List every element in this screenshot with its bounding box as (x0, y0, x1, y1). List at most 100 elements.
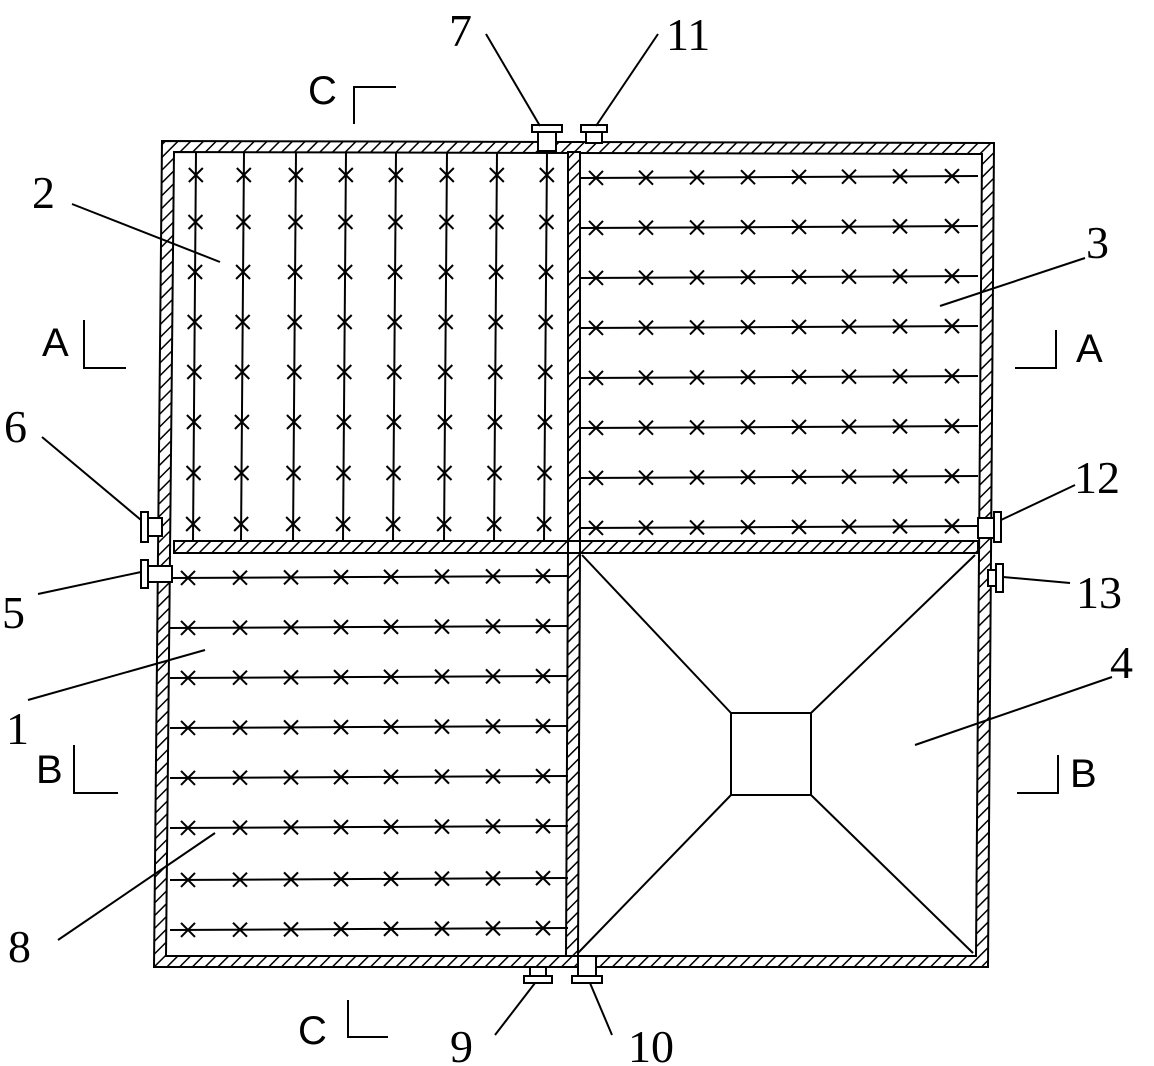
reference-numerals: 7 11 2 3 6 12 5 13 4 1 8 9 10 (2, 5, 1133, 1066)
chamber-1-cross-mark (383, 619, 399, 635)
numeral-13: 13 (1076, 567, 1122, 618)
chamber-1-cross-mark (535, 668, 551, 684)
section-label-a-right: A (1076, 327, 1103, 371)
nozzle-6 (140, 511, 163, 543)
chamber-1-cross-mark (383, 569, 399, 585)
outer-wall (152, 139, 996, 968)
chamber-1-cross-mark (485, 920, 501, 937)
leader-lines (27, 33, 1113, 1036)
chamber-2-cross-mark (187, 214, 204, 230)
chamber-2-cross-mark (537, 314, 554, 330)
leader-9 (494, 982, 536, 1036)
chamber-1-cross-mark (485, 618, 501, 635)
chamber-2-cross-mark (286, 414, 302, 430)
chamber-2-cross-mark (487, 364, 504, 380)
chamber-2-cross-mark (488, 214, 505, 230)
numeral-12: 12 (1074, 452, 1120, 503)
section-label-b-right: B (1070, 752, 1097, 796)
chamber-3-cross-mark (740, 219, 756, 235)
chamber-3-cross-mark (638, 419, 654, 436)
chamber-2-column-line (240, 151, 245, 542)
chamber-4-hopper (577, 554, 976, 954)
chamber-1-cross-mark (333, 719, 349, 735)
nozzle-5 (140, 559, 173, 589)
chamber-3-cross-mark (689, 319, 705, 336)
nozzle-7 (531, 124, 563, 152)
chamber-1-cross-mark (485, 768, 501, 785)
chamber-1-row-line (169, 775, 569, 779)
chamber-2-column-line (443, 151, 448, 542)
chamber-1-cross-mark (434, 768, 450, 785)
chamber-2-cross-mark (337, 214, 354, 230)
chamber-2-cross-mark (336, 314, 353, 330)
chamber-1-cross-mark (485, 668, 501, 685)
chamber-2-cross-mark (439, 167, 455, 183)
chamber-3-cross-mark (588, 520, 604, 536)
chamber-3-cross-mark (892, 268, 908, 285)
chamber-3-cross-mark (791, 269, 807, 285)
chamber-3-cross-mark (689, 269, 705, 286)
nozzle-11 (580, 124, 608, 144)
chamber-1-cross-mark (180, 570, 196, 586)
chamber-3-cross-mark (740, 419, 756, 435)
chamber-2-cross-mark (287, 264, 303, 280)
chamber-2-cross-mark (387, 214, 404, 230)
chamber-2-column-line (192, 151, 197, 542)
chamber-2-cross-mark (335, 465, 352, 481)
chamber-2-cross-mark (486, 516, 502, 532)
hopper-edge-top-right (810, 554, 976, 714)
chamber-3-cross-mark (689, 169, 705, 186)
chamber-1-cross-mark (535, 818, 551, 834)
chamber-2-cross-mark (437, 414, 453, 430)
chamber-1-cross-mark (434, 618, 450, 635)
numeral-2: 2 (32, 167, 55, 218)
chamber-2-cross-mark (187, 264, 203, 280)
leader-4 (914, 676, 1113, 746)
chamber-1-cross-mark (283, 569, 299, 586)
horizontal-partition-left (173, 540, 569, 554)
vertical-partition-top (567, 151, 581, 542)
nozzle-10 (571, 955, 603, 984)
chamber-2-cross-mark (186, 414, 202, 430)
chamber-2-cross-mark (233, 465, 250, 481)
leader-13 (1002, 576, 1071, 584)
numeral-9: 9 (450, 1021, 473, 1066)
chamber-1-cross-mark (180, 620, 196, 636)
chamber-2-cross-mark (537, 414, 553, 430)
chamber-3-cross-mark (638, 169, 654, 186)
chamber-2-cross-mark (288, 167, 304, 183)
chamber-3-cross-mark (892, 518, 908, 535)
chamber-2-cross-mark (489, 167, 505, 183)
section-labels: A A B B C C (36, 69, 1103, 1053)
chamber-2-cross-mark (186, 364, 203, 380)
chamber-1-cross-mark (180, 922, 196, 938)
chamber-2-cross-mark (286, 314, 303, 330)
chamber-1-cross-mark (180, 872, 196, 888)
chamber-3-cross-mark (588, 320, 604, 336)
leader-5 (37, 571, 142, 595)
chamber-3-cross-mark (841, 468, 857, 485)
chamber-1-cross-mark (333, 921, 349, 937)
chamber-1-cross-mark (383, 719, 399, 735)
chamber-2-column-line (292, 151, 297, 542)
chamber-1-cross-mark (434, 668, 450, 685)
chamber-2-cross-mark (234, 314, 251, 330)
chamber-3-cross-mark (638, 269, 654, 286)
leader-12 (1000, 484, 1076, 521)
chamber-2-cross-mark (539, 167, 555, 183)
chamber-2-vertical-grid (185, 151, 555, 542)
chamber-1-row-line (169, 725, 569, 729)
chamber-3-cross-mark (944, 368, 960, 384)
chamber-2-cross-mark (286, 364, 303, 380)
chamber-3-horizontal-grid (579, 168, 979, 536)
chamber-2-cross-mark (188, 167, 204, 183)
horizontal-partition-right (579, 540, 979, 554)
chamber-2-cross-mark (437, 314, 454, 330)
numeral-5: 5 (2, 587, 25, 638)
numeral-11: 11 (666, 9, 710, 60)
chamber-1-cross-mark (535, 568, 551, 584)
chamber-2-cross-mark (487, 314, 504, 330)
chamber-2-cross-mark (285, 465, 302, 481)
chamber-3-cross-mark (841, 168, 857, 185)
chamber-3-row-line (579, 375, 979, 379)
